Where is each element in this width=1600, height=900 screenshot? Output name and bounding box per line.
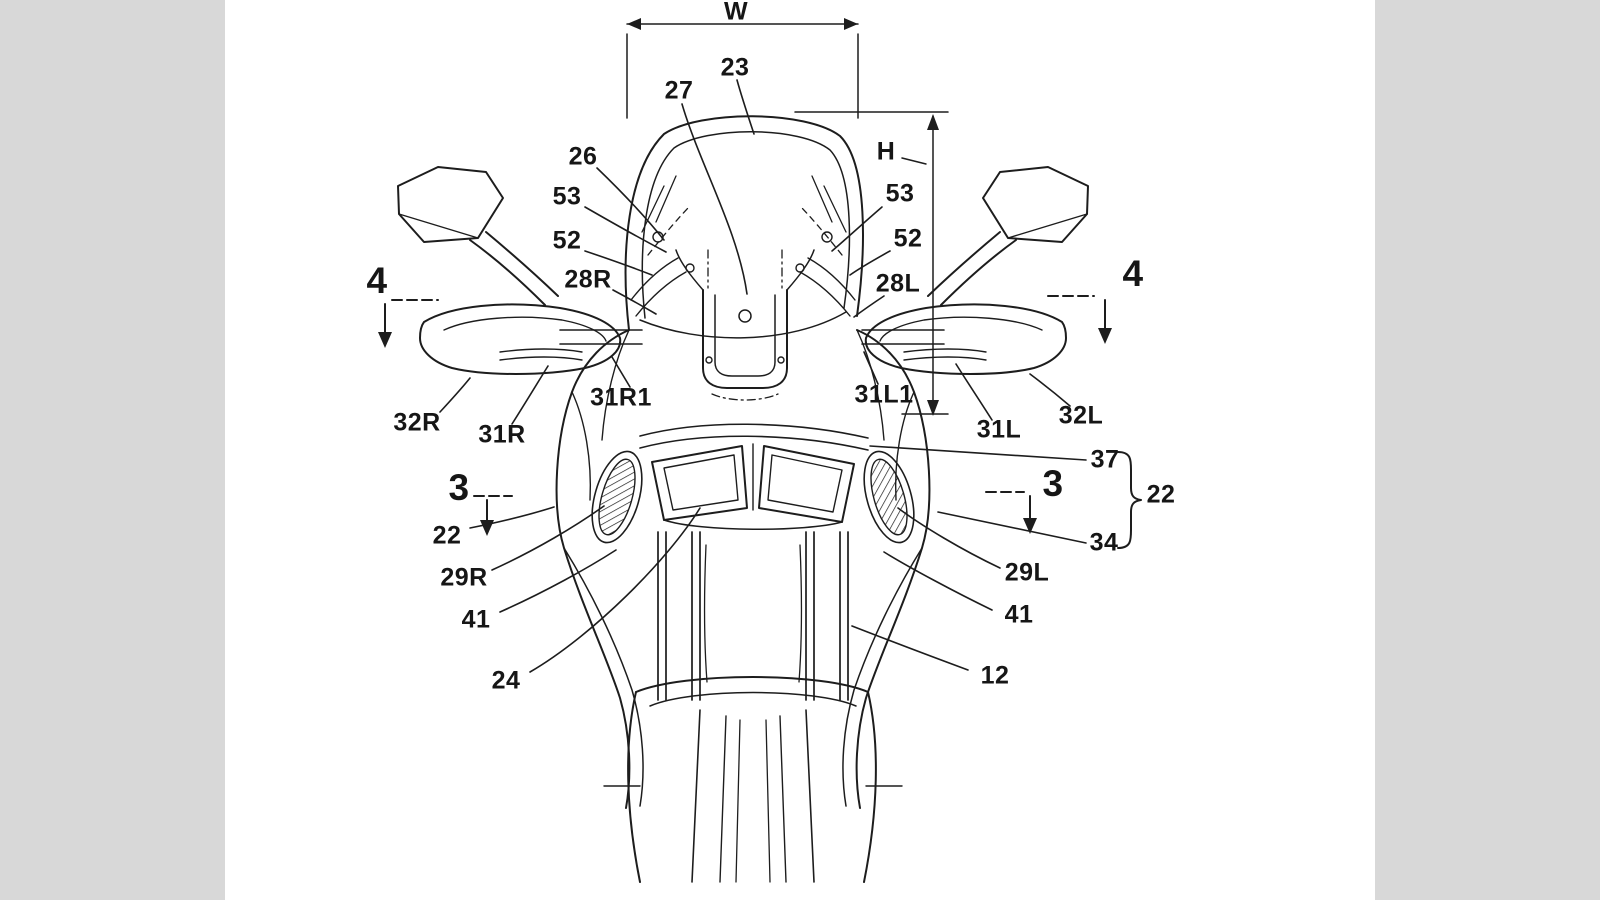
section-label-4-left: 4 — [366, 260, 388, 301]
ref-label-27: 27 — [664, 76, 694, 105]
section-arrow-4-right — [1047, 295, 1112, 344]
ref-label-28r: 28R — [564, 265, 612, 294]
ref-label-37: 37 — [1090, 445, 1120, 474]
dim-label-h: H — [876, 137, 896, 166]
leader-lines — [439, 79, 1087, 673]
ref-label-26: 26 — [568, 142, 598, 171]
right-handguard — [861, 303, 1067, 375]
left-handguard — [419, 303, 643, 375]
section-label-4-right: 4 — [1122, 253, 1144, 294]
windscreen — [624, 115, 864, 339]
ref-label-29l: 29L — [1004, 558, 1050, 587]
ref-label-31r1: 31R1 — [590, 383, 652, 412]
ref-label-41-right: 41 — [1004, 600, 1034, 629]
ref-label-24: 24 — [491, 666, 521, 695]
ref-label-22-right: 22 — [1146, 480, 1176, 509]
front-fender — [627, 676, 877, 883]
ref-label-12: 12 — [980, 661, 1010, 690]
left-margin-band — [0, 0, 225, 900]
ref-label-32r: 32R — [393, 408, 441, 437]
section-arrow-3-right — [985, 491, 1037, 534]
ref-label-34: 34 — [1089, 528, 1119, 557]
right-margin-band — [1375, 0, 1600, 900]
center-duct — [675, 249, 815, 401]
ref-label-31r: 31R — [478, 420, 526, 449]
ref-label-41-left: 41 — [461, 605, 491, 634]
front-forks — [657, 531, 849, 701]
ref-label-52-right: 52 — [893, 224, 923, 253]
headlight-cluster — [639, 423, 869, 530]
ref-label-28l: 28L — [875, 269, 921, 298]
section-label-3-left: 3 — [448, 467, 470, 508]
ref-label-52-left: 52 — [552, 226, 582, 255]
ref-label-31l: 31L — [976, 415, 1022, 444]
drawing-paper — [225, 0, 1375, 900]
left-side-vent — [591, 450, 643, 544]
section-label-3-right: 3 — [1042, 463, 1064, 504]
ref-label-23: 23 — [720, 53, 750, 82]
right-mirror — [927, 166, 1089, 306]
dimension-h — [794, 111, 949, 416]
ref-label-31l1: 31L1 — [854, 380, 914, 409]
ref-label-53-left: 53 — [552, 182, 582, 211]
group-brace-22 — [1117, 451, 1142, 549]
left-mirror — [397, 166, 559, 306]
ref-label-22-left: 22 — [432, 521, 462, 550]
section-arrow-4-left — [378, 299, 439, 348]
right-side-vent — [863, 450, 915, 544]
section-arrow-3-left — [473, 495, 513, 536]
ref-label-32l: 32L — [1058, 401, 1104, 430]
ref-label-29r: 29R — [440, 563, 488, 592]
ref-label-53-right: 53 — [885, 179, 915, 208]
dimension-w — [626, 18, 859, 119]
dim-label-w: W — [723, 0, 749, 26]
